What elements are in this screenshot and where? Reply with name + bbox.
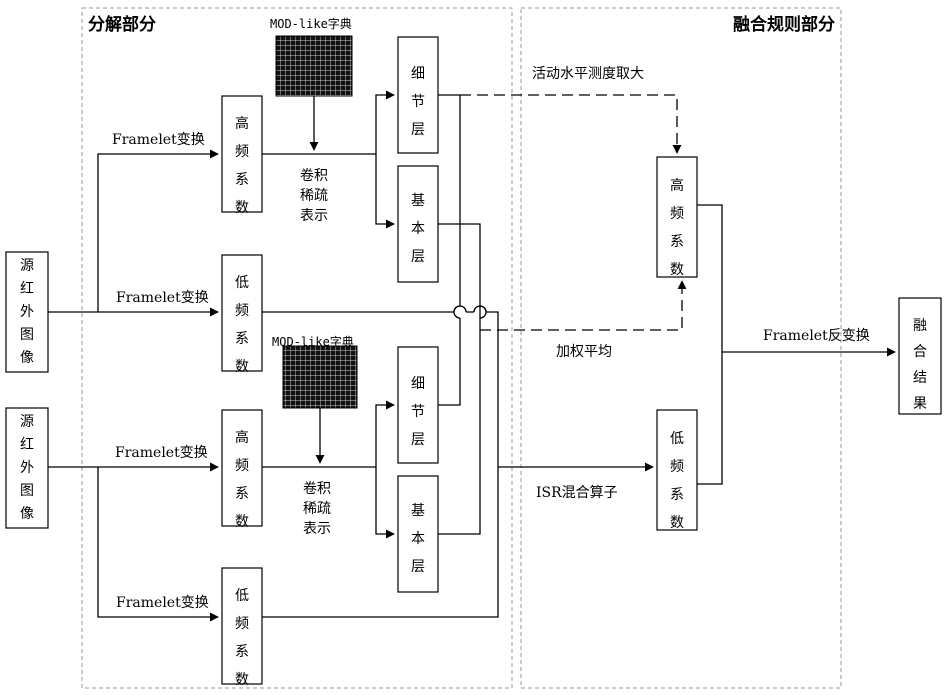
a-base-layer-label: 基本层 xyxy=(411,192,425,265)
dictionary-b-grid xyxy=(283,346,357,408)
sparse-a-line-3: 表示 xyxy=(300,208,328,224)
dictionary-a-label: MOD-like字典 xyxy=(270,16,352,31)
wire-fused-high-out xyxy=(697,205,722,484)
b-detail-layer-label: 细节层 xyxy=(411,376,425,448)
wire-a-base-out xyxy=(438,224,480,318)
weighted-average-label: 加权平均 xyxy=(556,344,612,360)
framelet-b-high-label: Framelet变换 xyxy=(115,444,208,461)
wire-a-low-end xyxy=(486,312,498,467)
sparse-a-line-2: 稀疏 xyxy=(300,188,328,204)
sparse-b-line-1: 卷积 xyxy=(303,481,331,497)
dictionary-a-grid xyxy=(276,36,352,96)
b-base-layer-label: 基本层 xyxy=(411,502,425,575)
inverse-transform-label: Framelet反变换 xyxy=(763,327,870,344)
isr-label: ISR混合算子 xyxy=(536,485,618,501)
framelet-b-low-label: Framelet变换 xyxy=(116,594,209,611)
framelet-a-high-label: Framelet变换 xyxy=(112,131,205,148)
framelet-a-low-label: Framelet变换 xyxy=(116,289,209,306)
dash-activity-max xyxy=(460,95,677,153)
sparse-b-line-2: 稀疏 xyxy=(303,501,331,517)
sparse-a-line-1: 卷积 xyxy=(300,168,328,184)
decomposition-title: 分解部分 xyxy=(88,14,156,35)
wire-b-base-out xyxy=(438,330,480,534)
wire-b-split-base xyxy=(376,467,394,534)
wire-a-split-base xyxy=(376,154,394,224)
sparse-b-line-3: 表示 xyxy=(303,521,331,537)
fusion-rules-title: 融合规则部分 xyxy=(733,14,835,35)
dash-weighted-average xyxy=(480,281,682,330)
wire-source-a-high xyxy=(98,154,218,312)
a-detail-layer-label: 细节层 xyxy=(411,66,425,138)
activity-max-label: 活动水平测度取大 xyxy=(532,66,644,82)
wire-a-low-hop-1 xyxy=(454,306,466,312)
wire-b-low-out xyxy=(262,467,498,617)
wire-a-split-detail xyxy=(376,95,394,154)
wire-b-detail-out xyxy=(438,318,460,405)
wire-b-split-detail xyxy=(376,405,394,467)
